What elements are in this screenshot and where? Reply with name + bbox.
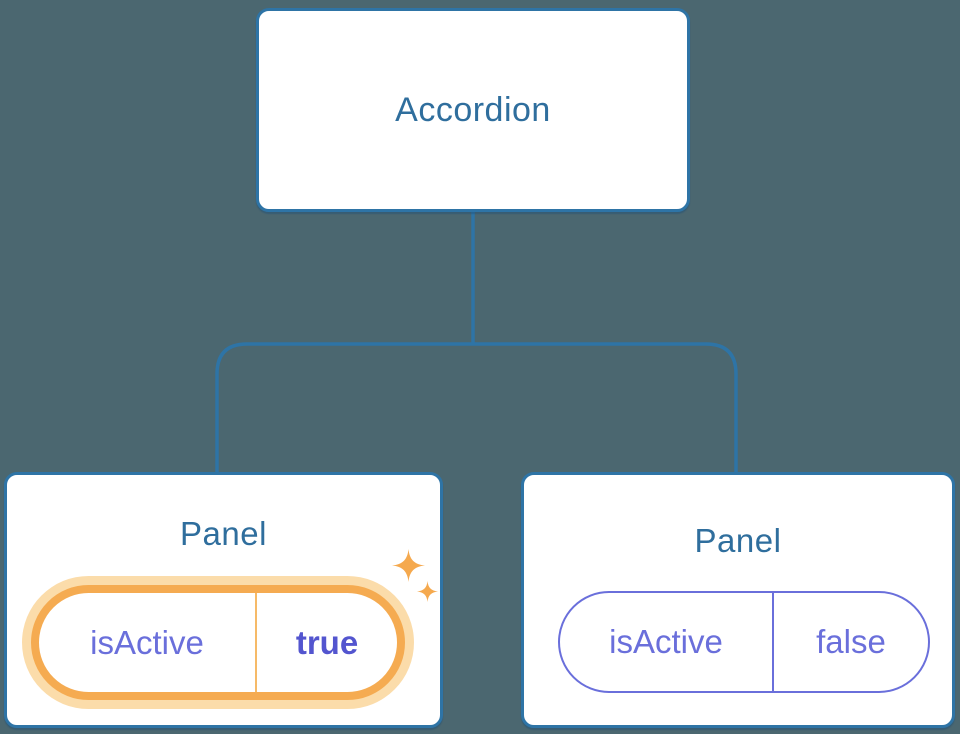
panel-node-title: Panel [694, 522, 782, 559]
state-key-label: isActive [39, 593, 257, 692]
state-pill-inactive: isActive false [558, 591, 930, 693]
state-value-label: false [816, 623, 886, 660]
panel-node-inactive: Panel isActive false [521, 472, 955, 728]
state-key-label: isActive [560, 593, 774, 691]
sparkle-icon [417, 581, 438, 602]
accordion-node-label: Accordion [395, 90, 551, 129]
panel-node-title: Panel [180, 515, 267, 552]
state-pill-active: isActive true [31, 585, 405, 700]
accordion-node: Accordion [256, 8, 690, 212]
state-value-label: true [295, 623, 359, 661]
panel-node-active: Panel isActive true [4, 472, 443, 728]
sparkle-icon [392, 549, 425, 582]
